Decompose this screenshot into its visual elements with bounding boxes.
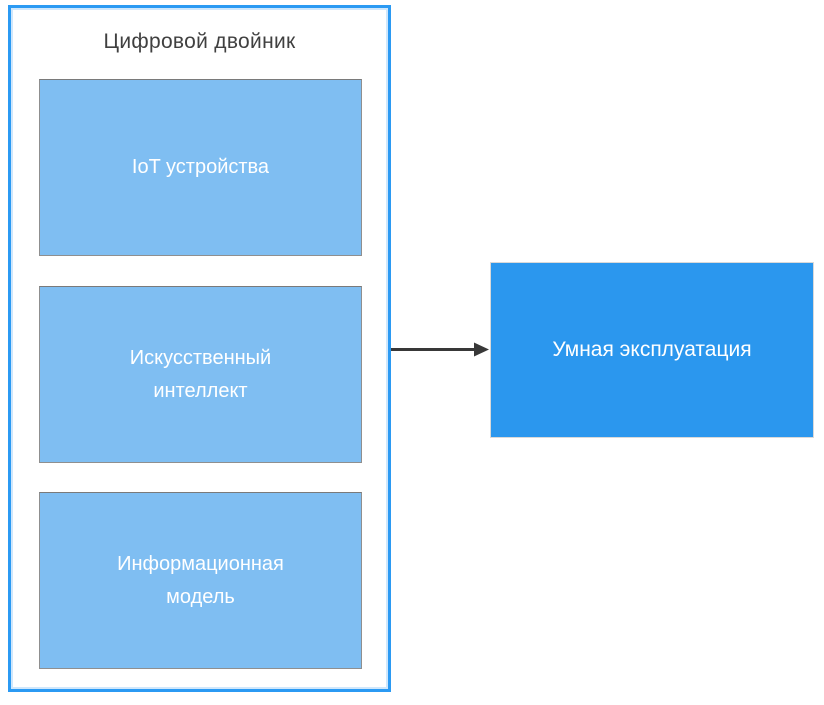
component-information-model: Информационная модель bbox=[39, 492, 362, 669]
component-information-model-label: Информационная модель bbox=[117, 552, 284, 608]
component-artificial-intelligence-label: Искусственный интеллект bbox=[129, 346, 272, 402]
result-smart-operation-label: Умная эксплуатация bbox=[552, 338, 752, 361]
component-artificial-intelligence: Искусственный интеллект bbox=[39, 286, 362, 463]
digital-twin-container: Цифровой двойник IoT устройства Искусств… bbox=[8, 5, 391, 692]
component-iot-devices-label: IoT устройства bbox=[131, 156, 270, 178]
arrow-right-icon bbox=[391, 342, 489, 357]
container-title: Цифровой двойник bbox=[103, 30, 296, 53]
component-iot-devices: IoT устройства bbox=[39, 79, 362, 256]
result-smart-operation: Умная эксплуатация bbox=[490, 262, 814, 438]
